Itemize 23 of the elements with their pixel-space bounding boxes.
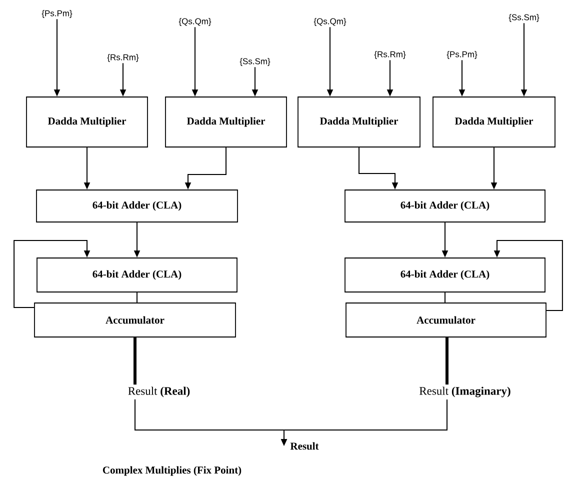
input-label: {Ss.Sm}	[240, 58, 270, 66]
input-label: {Ps.Pm}	[446, 51, 478, 59]
process-box: Dadda Multiplier	[298, 96, 420, 148]
output-label: Result	[290, 442, 319, 450]
input-label: {Rs.Rm}	[374, 51, 406, 59]
input-label: {Qs.Qm}	[314, 18, 346, 26]
input-label: {Ps.Pm}	[42, 10, 72, 18]
result-label: Result (Real)	[128, 386, 190, 398]
process-box: 64-bit Adder (CLA)	[36, 258, 238, 292]
process-box: Dadda Multiplier	[26, 96, 148, 148]
input-label: {Rs.Rm}	[107, 54, 139, 62]
process-box: 64-bit Adder (CLA)	[344, 190, 546, 222]
process-box: Dadda Multiplier	[165, 96, 287, 148]
caption: Complex Multiplies (Fix Point)	[102, 466, 242, 476]
process-box: Dadda Multiplier	[432, 96, 556, 148]
input-label: {Qs.Qm}	[178, 18, 212, 26]
process-box: Accumulator	[34, 302, 236, 338]
process-box: 64-bit Adder (CLA)	[36, 190, 238, 222]
process-box: Accumulator	[346, 302, 546, 338]
result-label: Result (Imaginary)	[420, 386, 510, 398]
input-label: {Ss.Sm}	[508, 14, 540, 22]
arrow	[14, 240, 90, 308]
process-box: 64-bit Adder (CLA)	[344, 258, 546, 292]
